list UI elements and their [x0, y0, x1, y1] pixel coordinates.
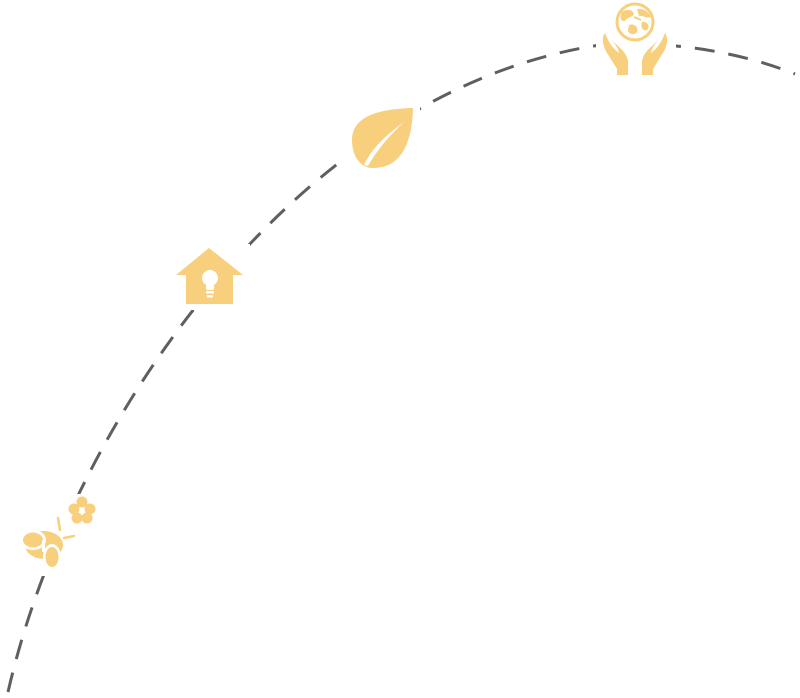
left-hand-icon	[602, 33, 629, 75]
house-lightbulb-icon	[170, 244, 250, 310]
lightbulb-icon	[202, 270, 218, 298]
flower-icon	[68, 496, 96, 524]
bee-icon	[20, 516, 76, 570]
globe-icon	[615, 2, 655, 42]
bee-and-flower-icon	[16, 494, 100, 576]
leaf-icon	[345, 104, 420, 174]
hands-holding-globe-icon	[596, 0, 676, 80]
right-hand-icon	[641, 33, 668, 75]
